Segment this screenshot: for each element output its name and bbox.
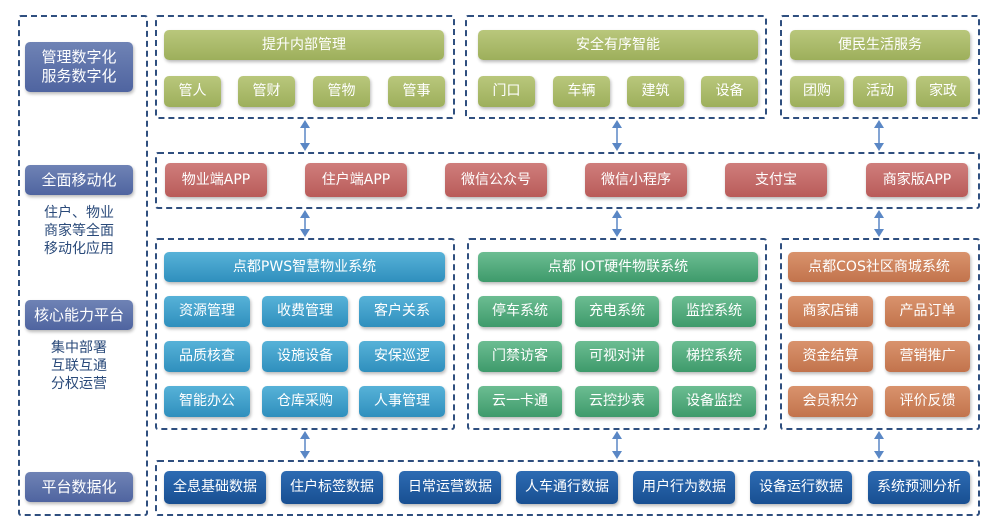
top-item: 管人 (164, 76, 221, 107)
core-item: 品质核查 (164, 341, 250, 372)
double-arrow (300, 120, 310, 151)
double-arrow (874, 431, 884, 459)
mobile-item: 物业端APP (165, 163, 267, 197)
sidebar-title-data: 平台数据化 (25, 472, 133, 502)
sidebar-title-mobile: 全面移动化 (25, 165, 133, 195)
top-item: 车辆 (553, 76, 610, 107)
mobile-item: 微信小程序 (585, 163, 687, 197)
core-item: 云控抄表 (575, 386, 659, 417)
core-item: 监控系统 (672, 296, 756, 327)
data-item: 全息基础数据 (164, 471, 266, 504)
double-arrow (300, 431, 310, 459)
core-item: 收费管理 (262, 296, 348, 327)
sidebar-frame (18, 15, 148, 516)
top-item: 家政 (916, 76, 970, 107)
core-item: 可视对讲 (575, 341, 659, 372)
sidebar-desc-core: 集中部署 互联互通 分权运营 (51, 340, 107, 392)
core-item: 客户关系 (359, 296, 445, 327)
core-item: 评价反馈 (885, 386, 970, 417)
core-item: 智能办公 (164, 386, 250, 417)
core-group-pws-header: 点都PWS智慧物业系统 (164, 252, 445, 282)
mobile-item: 商家版APP (866, 163, 968, 197)
core-item: 营销推广 (885, 341, 970, 372)
mobile-item: 住户端APP (305, 163, 407, 197)
core-group-iot-frame (467, 238, 767, 430)
data-item: 日常运营数据 (399, 471, 501, 504)
sidebar-title-core: 核心能力平台 (25, 300, 133, 330)
core-group-cos-frame (780, 238, 980, 430)
top-item: 建筑 (627, 76, 684, 107)
core-item: 梯控系统 (672, 341, 756, 372)
data-item: 设备运行数据 (750, 471, 852, 504)
core-item: 云一卡通 (478, 386, 562, 417)
mobile-item: 微信公众号 (445, 163, 547, 197)
core-item: 充电系统 (575, 296, 659, 327)
core-item: 人事管理 (359, 386, 445, 417)
sidebar-desc-mobile: 住户、物业 商家等全面 移动化应用 (44, 205, 114, 257)
data-item: 住户标签数据 (281, 471, 383, 504)
mobile-item: 支付宝 (725, 163, 827, 197)
top-group-life-header: 便民生活服务 (790, 30, 970, 60)
top-item: 活动 (853, 76, 907, 107)
core-item: 会员积分 (788, 386, 873, 417)
top-group-life-frame (780, 15, 980, 119)
core-group-cos-header: 点都COS社区商城系统 (788, 252, 970, 282)
data-item: 用户行为数据 (633, 471, 735, 504)
core-item: 安保巡逻 (359, 341, 445, 372)
top-group-safety-frame (465, 15, 767, 119)
mobile-layer-frame (155, 152, 980, 209)
core-item: 资金结算 (788, 341, 873, 372)
top-item: 门口 (478, 76, 535, 107)
core-group-pws-frame (155, 238, 455, 430)
top-group-internal-frame (155, 15, 455, 119)
core-item: 资源管理 (164, 296, 250, 327)
data-item: 系统预测分析 (868, 471, 970, 504)
core-item: 产品订单 (885, 296, 970, 327)
top-item: 管物 (313, 76, 370, 107)
top-item: 团购 (790, 76, 844, 107)
double-arrow (612, 431, 622, 459)
core-item: 仓库采购 (262, 386, 348, 417)
data-layer-frame (155, 460, 980, 516)
top-item: 设备 (701, 76, 758, 107)
double-arrow (874, 120, 884, 151)
core-group-iot-header: 点都 IOT硬件物联系统 (478, 252, 758, 282)
core-item: 设施设备 (262, 341, 348, 372)
double-arrow (612, 210, 622, 237)
double-arrow (612, 120, 622, 151)
double-arrow (300, 210, 310, 237)
top-group-internal-header: 提升内部管理 (164, 30, 444, 60)
top-item: 管事 (388, 76, 445, 107)
core-item: 商家店铺 (788, 296, 873, 327)
top-group-safety-header: 安全有序智能 (478, 30, 758, 60)
double-arrow (874, 210, 884, 237)
core-item: 设备监控 (672, 386, 756, 417)
core-item: 门禁访客 (478, 341, 562, 372)
core-item: 停车系统 (478, 296, 562, 327)
data-item: 人车通行数据 (516, 471, 618, 504)
top-item: 管财 (238, 76, 295, 107)
sidebar-title-management: 管理数字化 服务数字化 (25, 42, 133, 92)
